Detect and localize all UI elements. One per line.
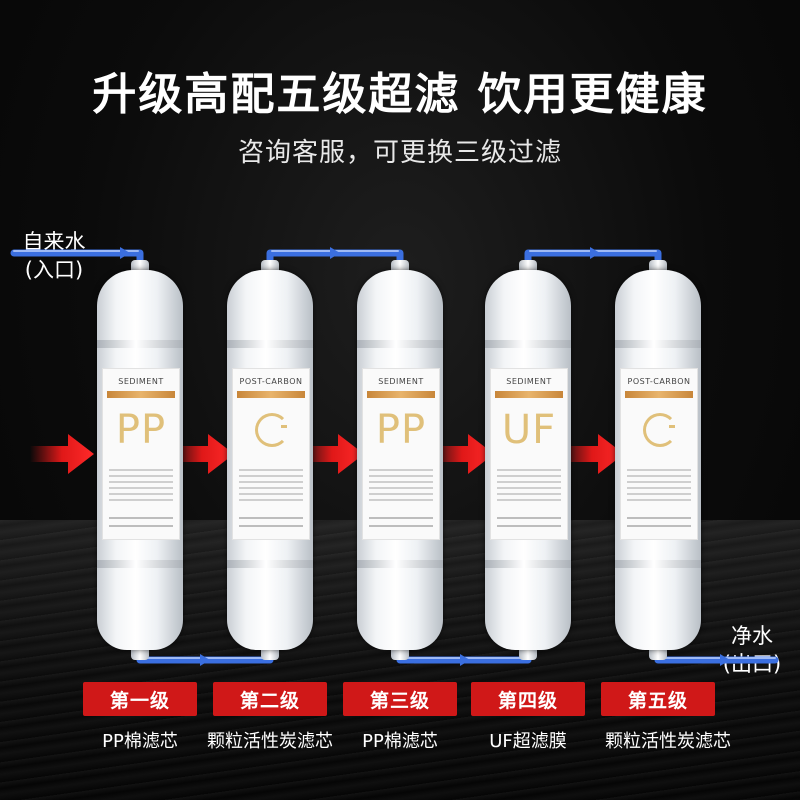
carbon-ring-icon [643,413,677,447]
cartridge-mark: PP [375,407,427,453]
stage-badge-2: 第二级 [213,682,327,716]
filter-cartridge-4: SEDIMENT UF [485,260,571,660]
outlet-label-line2: (出口) [722,652,782,676]
cartridge-category: POST-CARBON [627,377,691,386]
cartridge-label: SEDIMENT PP [362,368,440,540]
red-arrow-icon [170,434,234,474]
flow-arrow-icons [120,247,730,666]
cartridge-label: POST-CARBON [232,368,310,540]
cartridge-label: SEDIMENT UF [490,368,568,540]
subheadline: 咨询客服，可更换三级过滤 [237,138,562,168]
cartridge-mark: PP [115,407,167,453]
stage-desc-1: PP棉滤芯 [102,731,178,752]
red-arrow-icon [300,434,364,474]
cartridge-category: SEDIMENT [118,377,164,386]
stage-desc-3: PP棉滤芯 [362,731,438,752]
cartridge-category: SEDIMENT [506,377,552,386]
cartridge-category: SEDIMENT [378,377,424,386]
stage-desc-4: UF超滤膜 [489,731,567,752]
cartridge-category: POST-CARBON [239,377,303,386]
cartridge-label: SEDIMENT PP [102,368,180,540]
filter-cartridge-1: SEDIMENT PP [97,260,183,660]
red-arrow-icon [30,434,94,474]
stage-badge-5: 第五级 [601,682,715,716]
stage-desc-2: 颗粒活性炭滤芯 [207,731,333,752]
filter-cartridge-2: POST-CARBON [227,260,313,660]
stage-desc-5: 颗粒活性炭滤芯 [605,731,731,752]
headline: 升级高配五级超滤 饮用更健康 [92,69,708,120]
carbon-ring-icon [255,413,289,447]
inlet-label-line2: (入口) [24,258,84,282]
outlet-label: 净水 (出口) [712,622,792,678]
cartridge-label: POST-CARBON [620,368,698,540]
filter-cartridge-3: SEDIMENT PP [357,260,443,660]
cartridge-mark: UF [501,407,557,453]
stage-badge-3: 第三级 [343,682,457,716]
stage-badge-1: 第一级 [83,682,197,716]
red-arrow-icon [560,434,624,474]
stage-badge-4: 第四级 [471,682,585,716]
outlet-label-line1: 净水 [731,624,773,648]
red-arrow-icon [430,434,494,474]
filter-cartridge-5: POST-CARBON [615,260,701,660]
